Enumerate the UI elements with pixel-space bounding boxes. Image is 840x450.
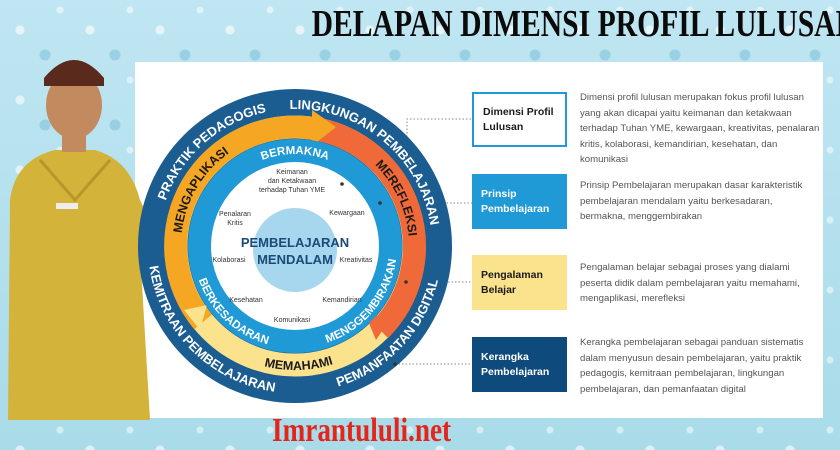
dimension-kemandirian: Kemandirian [322,297,361,304]
legend-label-line: Kerangka [481,350,529,363]
dimension-penalaran-2: Kritis [227,220,243,227]
legend-label-line: Lulusan [483,120,524,133]
arrow-head-yellow [184,305,207,330]
mengaplikasi-arc [164,115,319,330]
arrow-head-orange [312,110,336,146]
center-title-line1: PEMBELAJARAN [241,235,349,250]
dimension-keimanan-2: dan Ketakwaan [268,178,316,185]
website-watermark: Imrantululi.net [272,412,452,449]
dimension-komunikasi: Komunikasi [274,317,311,324]
legend-desc-pengalaman-belajar: Pengalaman belajar sebagai proses yang d… [580,262,800,304]
dimension-kewargaan: Kewargaan [329,210,365,217]
legend-label-line: Pembelajaran [481,365,550,378]
label-memahami: MEMAHAMI [264,353,335,373]
dimension-keimanan-3: terhadap Tuhan YME [259,187,325,194]
legend-label-line: Dimensi Profil [483,105,554,118]
center-circle [253,208,337,292]
legend-desc-kerangka-pembelajaran: Kerangka pembelajaran sebagai panduan si… [580,337,804,395]
dimension-kreativitas: Kreativitas [340,257,373,264]
legend-desc-dimensi-profil-lulusan: Dimensi profil lulusan merupakan fokus p… [580,92,820,165]
legend-label-line: Pembelajaran [481,202,550,215]
legend-label-line: Pengalaman [481,268,543,281]
arrow-head-red [366,316,392,340]
dimension-penalaran-1: Penalaran [219,211,251,218]
dimension-kesehatan: Kesehatan [229,297,263,304]
legend-desc-prinsip-pembelajaran: Prinsip Pembelajaran merupakan dasar kar… [580,180,803,222]
merefleksi-arc [313,117,426,339]
legend-label-line: Prinsip [481,187,517,200]
dimension-kolaborasi: Kolaborasi [212,257,246,264]
dimension-keimanan-1: Keimanan [276,169,308,176]
legend-label-line: Belajar [481,283,517,296]
connector-dots [340,182,408,366]
center-title-line2: MENDALAM [257,252,333,267]
